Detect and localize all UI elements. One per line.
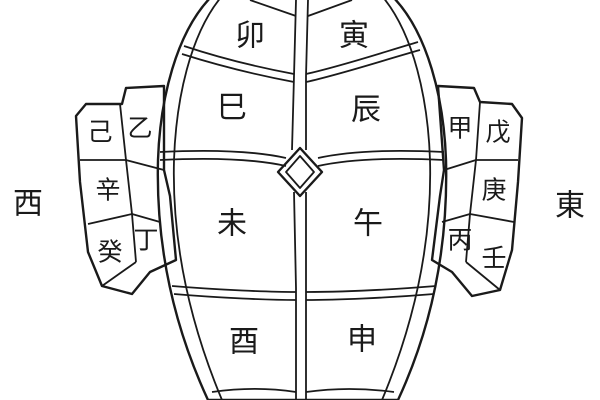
west-flank-divider	[87, 213, 161, 225]
label-east-inner-top: 甲	[447, 114, 472, 143]
label-upper-right: 寅	[339, 19, 369, 54]
direction-west: 西	[13, 187, 43, 222]
label-west-outer-top: 己	[87, 118, 112, 147]
label-second-left: 巳	[217, 91, 247, 126]
label-middle-right: 午	[353, 207, 383, 242]
east-flank-divider	[443, 159, 518, 171]
west-flank-divider	[80, 159, 165, 171]
east-flank	[430, 84, 524, 298]
west-flank-divider	[119, 103, 137, 263]
label-second-right: 辰	[351, 93, 381, 128]
label-west-inner-bottom: 丁	[133, 226, 158, 255]
seam-row-3	[173, 293, 435, 301]
seam-row-1	[183, 41, 419, 75]
center-diamond	[276, 146, 324, 198]
shell-inner-rim	[381, 0, 432, 400]
center-diamond-inner	[285, 155, 315, 189]
center-seam	[291, 0, 297, 151]
west-flank	[74, 84, 178, 296]
label-east-outer-top: 戊	[485, 118, 510, 147]
tail-seam	[211, 388, 395, 393]
east-flank-outline	[430, 84, 524, 298]
east-flank-divider	[465, 101, 481, 263]
label-east-outer-bottom: 壬	[481, 244, 506, 273]
main-shell	[156, 0, 448, 400]
label-east-inner-bottom: 丙	[447, 226, 472, 255]
east-flank-divider	[465, 261, 501, 291]
west-labels: 西 己 乙 辛 丁 癸	[13, 114, 159, 267]
east-labels: 東 甲 戊 庚 丙 壬	[447, 114, 585, 273]
center-seam	[293, 191, 297, 400]
shell-inner-rim	[172, 0, 223, 400]
center-seam	[305, 0, 309, 150]
east-flank-divider	[441, 213, 515, 223]
shell-outline	[156, 0, 448, 400]
label-middle-left: 未	[217, 207, 247, 242]
label-west-inner-top: 乙	[127, 114, 152, 143]
top-fan-line	[249, 0, 297, 17]
label-lower-left: 酉	[229, 325, 259, 360]
west-flank-divider	[101, 261, 137, 287]
seam-row-2	[159, 157, 445, 167]
seam-row-1	[181, 49, 421, 83]
west-flank-outline	[74, 84, 178, 296]
label-upper-left: 卯	[235, 19, 265, 54]
label-west-outer-bottom: 癸	[97, 238, 122, 267]
shell-labels: 卯 寅 巳 辰 未 午 酉 申	[217, 19, 383, 360]
label-west-outer-middle: 辛	[95, 176, 120, 205]
seam-row-2	[159, 149, 445, 159]
seam-row-3	[171, 285, 437, 293]
top-fan-line	[307, 0, 353, 17]
label-lower-right: 申	[347, 323, 377, 358]
direction-east: 東	[555, 189, 585, 224]
label-east-outer-middle: 庚	[481, 176, 506, 205]
